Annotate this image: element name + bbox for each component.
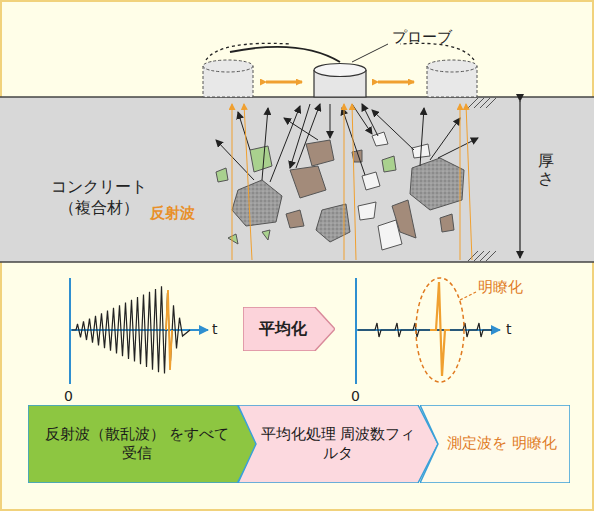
concrete-band-label: コンクリート （複合材） [0, 97, 594, 262]
node-text: 測定波を 明瞭化 [447, 434, 557, 454]
axis-label: t [506, 321, 512, 338]
axis-origin: 0 [351, 388, 360, 405]
part-label: プローブ [392, 28, 452, 46]
node-text: 平均化処理 周波数フィルタ [260, 425, 416, 464]
highlight-ellipse [416, 278, 464, 382]
concrete-band [0, 97, 594, 262]
scatter-arrows [216, 104, 478, 182]
averaged-waveform [358, 323, 492, 337]
move-arrows [266, 81, 414, 84]
node-text: 反射波（散乱波） をすべて受信 [38, 425, 236, 464]
waveform-axes [70, 278, 500, 384]
callout-label: 明瞭化 [478, 278, 523, 296]
raw-waveform [72, 286, 190, 373]
raw-waveform-peak [166, 290, 172, 370]
step-chevron: 平均化処理 周波数フィルタ [238, 405, 438, 483]
thickness-dimension [519, 101, 520, 258]
dimension-label: 厚さ [536, 150, 556, 189]
axis-origin: 0 [64, 388, 73, 405]
node-text: 平均化 [259, 319, 307, 340]
step-chevron: 反射波（散乱波） をすべて受信 [28, 405, 258, 483]
step-chevron: 測定波を 明瞭化 [420, 405, 570, 483]
axis-label: t [212, 321, 218, 338]
wave-label: 反射波 [150, 204, 195, 222]
reflected-waves [232, 104, 472, 260]
break-hatch [468, 98, 496, 261]
leader-line [460, 292, 476, 300]
averaging-arrow: 平均化 [243, 307, 335, 351]
probe [203, 43, 477, 97]
aggregates [216, 132, 464, 250]
node-text: コンクリート （複合材） [34, 177, 164, 219]
averaged-waveform-peak [430, 282, 450, 376]
